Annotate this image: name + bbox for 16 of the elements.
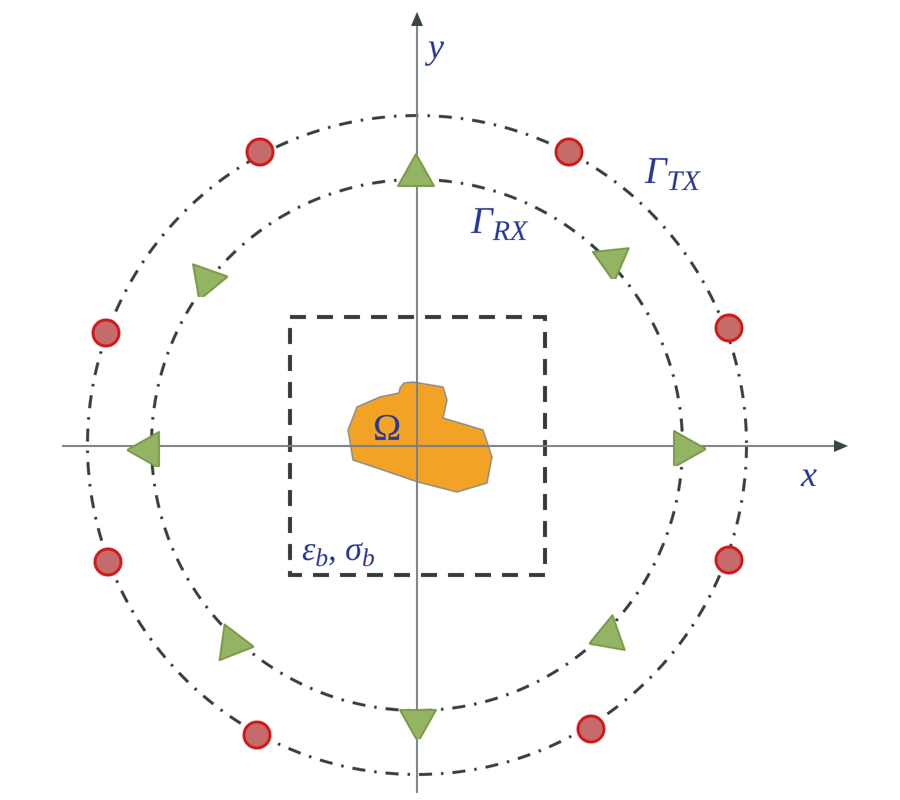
medium-label: ε$_{b}$, σ$_{b}$ bbox=[302, 533, 375, 567]
object-blob bbox=[347, 380, 494, 494]
region-label: Ω bbox=[373, 409, 402, 447]
outer-ring bbox=[86, 114, 748, 776]
curve-label: Γ$_{TX}$ bbox=[645, 152, 700, 190]
transmitter-dot-icon bbox=[245, 137, 275, 167]
curve-label: Γ$_{RX}$ bbox=[471, 202, 528, 240]
transmitter-dot-icon bbox=[714, 313, 744, 343]
transmitter-dot-icon bbox=[714, 545, 744, 575]
axis-label: x bbox=[801, 456, 817, 492]
transmitter-dot-icon bbox=[93, 547, 123, 577]
transmitter-dot-icon bbox=[576, 714, 606, 744]
transmitter-dot-icon bbox=[554, 137, 584, 167]
transmitter-dot-icon bbox=[242, 720, 272, 750]
transmitter-dot-icon bbox=[91, 318, 121, 348]
dashed-region bbox=[288, 315, 547, 577]
